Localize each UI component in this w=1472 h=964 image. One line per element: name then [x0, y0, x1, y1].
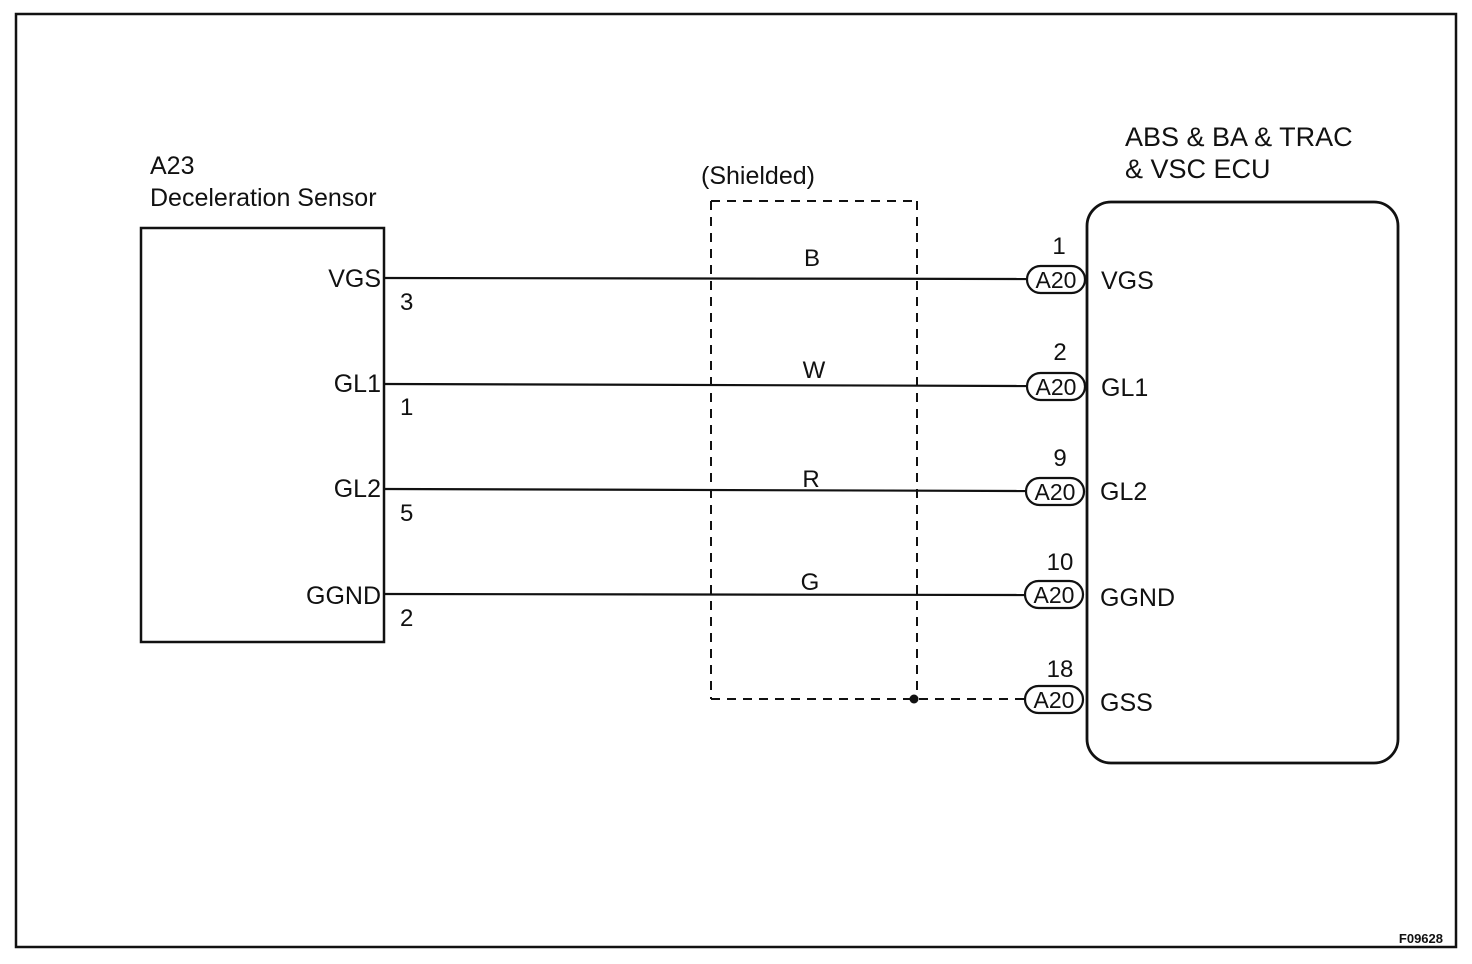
ecu-pin-number: 10 [1047, 549, 1074, 576]
connector-code: A20 [1036, 374, 1077, 400]
wire-color-label: B [804, 245, 820, 272]
ecu-box [1085, 200, 1400, 765]
connector-oval [1024, 476, 1086, 507]
connector-oval [1025, 371, 1087, 402]
ecu-terminal-label: VGS [1101, 267, 1154, 295]
sensor-box [139, 226, 386, 644]
ecu-terminal-label: GL1 [1101, 374, 1148, 402]
sensor-code: A23 [150, 152, 194, 180]
wire-color-label: G [801, 569, 820, 596]
ecu-terminal-label: GL2 [1100, 478, 1147, 506]
wire-gl1 [383, 382, 1028, 388]
sensor-terminal-label: VGS [328, 265, 381, 293]
sensor-pin-number: 5 [400, 500, 413, 527]
wire-color-label: W [803, 357, 826, 384]
shield-label: (Shielded) [701, 162, 815, 190]
sensor-terminal-label: GL1 [334, 370, 381, 398]
wire-vgs [383, 276, 1028, 281]
connector-oval [1023, 684, 1085, 715]
connector-code: A20 [1034, 687, 1075, 713]
connector-code: A20 [1035, 479, 1076, 505]
wire-color-label: R [802, 466, 819, 493]
figure-code: F09628 [1399, 931, 1443, 946]
sensor-terminal-label: GL2 [334, 475, 381, 503]
outer-frame [14, 12, 1458, 949]
shield-junction-dot [909, 694, 919, 704]
ecu-terminal-label: GGND [1100, 584, 1175, 612]
ecu-pin-number: 1 [1052, 233, 1065, 260]
connector-code: A20 [1034, 582, 1075, 608]
connector-oval [1025, 264, 1087, 295]
ecu-pin-number: 18 [1047, 656, 1074, 683]
connector-oval [1023, 579, 1085, 610]
sensor-pin-number: 3 [400, 289, 413, 316]
wire-ggnd [383, 592, 1026, 597]
sensor-terminal-label: GGND [306, 582, 381, 610]
connector-code: A20 [1036, 267, 1077, 293]
ecu-terminal-label: GSS [1100, 689, 1153, 717]
sensor-pin-number: 1 [400, 394, 413, 421]
sensor-pin-number: 2 [400, 605, 413, 632]
sensor-name: Deceleration Sensor [150, 184, 377, 212]
ecu-title-line1: ABS & BA & TRAC [1125, 122, 1353, 152]
wire-gl2 [383, 487, 1028, 493]
ecu-pin-number: 2 [1053, 339, 1066, 366]
ecu-title-line2: & VSC ECU [1125, 154, 1271, 184]
ecu-pin-number: 9 [1053, 445, 1066, 472]
